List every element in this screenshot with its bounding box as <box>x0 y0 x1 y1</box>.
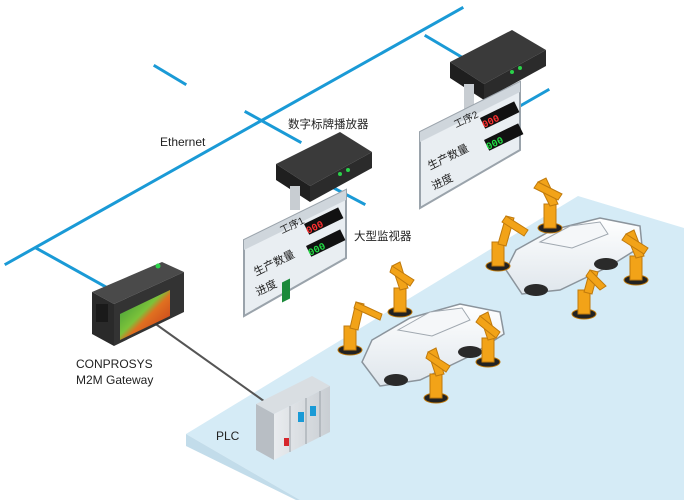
robot-4 <box>475 311 501 368</box>
m2m-gateway-device <box>92 262 184 346</box>
process-monitor-2: 工序2 生产数量 进度 000 000 <box>419 80 524 210</box>
car-body-1 <box>361 303 505 387</box>
robot-2 <box>387 261 415 318</box>
big-monitor-label: 大型监视器 <box>354 229 412 243</box>
car-body-2 <box>505 217 643 296</box>
gateway-plc-cable <box>149 319 269 405</box>
signage-player-label: 数字标牌播放器 <box>288 117 369 131</box>
plc-label: PLC <box>216 429 240 443</box>
robot-arms <box>337 177 649 404</box>
ethernet-label: Ethernet <box>160 135 206 149</box>
gateway-label-line1: CONPROSYS <box>76 357 153 371</box>
robot-8 <box>621 229 649 286</box>
robot-3 <box>423 347 451 404</box>
gateway-label-line2: M2M Gateway <box>76 373 153 387</box>
signage-player-2 <box>450 30 546 110</box>
signage-player-1 <box>276 132 372 210</box>
robot-1 <box>337 301 383 356</box>
process-monitor-1: 工序1 生产数量 进度 000 000 <box>243 188 347 318</box>
robot-7 <box>571 269 607 320</box>
robot-5 <box>485 215 529 272</box>
robot-6 <box>533 177 563 234</box>
plc-device <box>256 278 330 460</box>
